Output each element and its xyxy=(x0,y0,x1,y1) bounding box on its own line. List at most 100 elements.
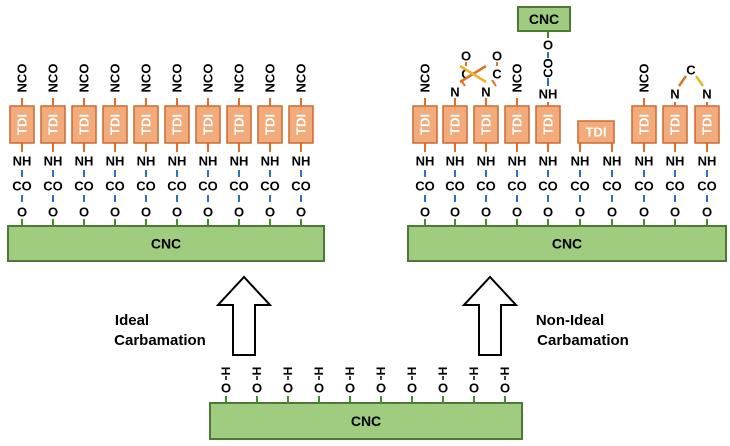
co-group-r2: CO xyxy=(476,179,496,194)
nco-group-l8: NCO xyxy=(263,64,278,93)
o-atom-r1: O xyxy=(450,205,460,220)
tdi-box-l7-label: TDI xyxy=(232,114,247,135)
n-ring-r9: N xyxy=(702,87,711,102)
oh-o-b9: O xyxy=(500,381,510,396)
non-ideal-carbamation-arrow xyxy=(461,275,519,356)
top-cnc-box-label: CNC xyxy=(529,11,559,27)
nh-group-r4: NH xyxy=(539,154,558,169)
tdi-horizontal-box-label: TDI xyxy=(586,125,607,140)
crosslink-diag-b xyxy=(459,64,487,84)
co-group-l9: CO xyxy=(291,179,311,194)
tdi-box-r8-label: TDI xyxy=(668,114,683,135)
tdi-box-r9 xyxy=(694,105,720,144)
tdi-box-r7-label: TDI xyxy=(637,114,652,135)
co-group-l3: CO xyxy=(105,179,125,194)
oh-h-b1: H xyxy=(250,367,264,376)
nco-group-l9: NCO xyxy=(294,64,309,93)
c-ring-atom: C xyxy=(686,63,696,78)
n-atom-r1: N xyxy=(450,85,459,100)
nh-group-r7: NH xyxy=(635,154,654,169)
oh-o-b3: O xyxy=(314,381,324,396)
co-group-r5: CO xyxy=(570,179,590,194)
co-group-r6: CO xyxy=(602,179,622,194)
tdi-box-r9-label: TDI xyxy=(700,114,715,135)
tdi-box-l2 xyxy=(71,105,97,144)
non-ideal-label-line2: Carbamation xyxy=(537,332,629,349)
co-group-l0: CO xyxy=(12,179,32,194)
nco-group-l7: NCO xyxy=(232,64,247,93)
nh-group-r0: NH xyxy=(416,154,435,169)
tdi-box-l9-label: TDI xyxy=(294,114,309,135)
nh-group-l0: NH xyxy=(13,154,32,169)
oh-o-b7: O xyxy=(438,381,448,396)
tdi-box-r3-label: TDI xyxy=(510,114,525,135)
o-atom-l7: O xyxy=(234,205,244,220)
tdi-box-r0 xyxy=(412,105,438,144)
co-group-r7: CO xyxy=(634,179,654,194)
o-atom-r6: O xyxy=(607,205,617,220)
o-atom-l5: O xyxy=(172,205,182,220)
oh-h-b2: H xyxy=(281,367,295,376)
co-group-l2: CO xyxy=(74,179,94,194)
tdi-horizontal-box xyxy=(577,120,615,144)
oh-o-b4: O xyxy=(345,381,355,396)
o-branch-r4: O xyxy=(543,38,553,53)
tdi-box-r7 xyxy=(631,105,657,144)
co-group-l1: CO xyxy=(43,179,63,194)
o-atom-r4: O xyxy=(543,205,553,220)
tdi-box-l6-label: TDI xyxy=(201,114,216,135)
nco-group-r0: NCO xyxy=(418,64,433,93)
tdi-box-l1-label: TDI xyxy=(46,114,61,135)
nh-group-l2: NH xyxy=(75,154,94,169)
nh-group-l7: NH xyxy=(230,154,249,169)
oh-o-b6: O xyxy=(407,381,417,396)
nh-group-l5: NH xyxy=(168,154,187,169)
o-atom-r2: O xyxy=(481,205,491,220)
c-atom-r2: C xyxy=(492,67,502,82)
nh-group-r5: NH xyxy=(571,154,590,169)
oh-h-b8: H xyxy=(467,367,481,376)
co-group-l6: CO xyxy=(198,179,218,194)
tdi-box-l0-label: TDI xyxy=(15,114,30,135)
nh-group-l8: NH xyxy=(261,154,280,169)
o-atom-l9: O xyxy=(296,205,306,220)
right-cnc-base-label: CNC xyxy=(552,236,582,252)
nco-group-l0: NCO xyxy=(15,64,30,93)
oh-h-b3: H xyxy=(312,367,326,376)
nh-group-r8: NH xyxy=(666,154,685,169)
nco-group-l2: NCO xyxy=(77,64,92,93)
tdi-box-l5 xyxy=(164,105,190,144)
oh-o-b8: O xyxy=(469,381,479,396)
co-branch-r4: CO xyxy=(541,58,556,78)
nco-group-l5: NCO xyxy=(170,64,185,93)
nh-branch-r4: NH xyxy=(539,87,558,102)
nh-group-l6: NH xyxy=(199,154,218,169)
tdi-box-l5-label: TDI xyxy=(170,114,185,135)
o-atom-r5: O xyxy=(575,205,585,220)
oh-h-b7: H xyxy=(436,367,450,376)
o-atom-l8: O xyxy=(265,205,275,220)
o-atom-l2: O xyxy=(79,205,89,220)
n-atom-r2: N xyxy=(481,85,490,100)
nh-group-l1: NH xyxy=(44,154,63,169)
tdi-box-r1-label: TDI xyxy=(448,114,463,135)
tdi-box-l3-label: TDI xyxy=(108,114,123,135)
ideal-carbamation-panel: CNC O CO NH TDI NCO O CO NH TDI NCO O CO NH TDI NCO O CO N… xyxy=(7,64,325,262)
tdi-box-r0-label: TDI xyxy=(418,114,433,135)
o-atom-l0: O xyxy=(17,205,27,220)
co-group-r9: CO xyxy=(697,179,717,194)
co-group-r8: CO xyxy=(665,179,685,194)
co-group-r4: CO xyxy=(538,179,558,194)
nh-group-r2: NH xyxy=(477,154,496,169)
oh-o-b2: O xyxy=(283,381,293,396)
co-group-r1: CO xyxy=(445,179,465,194)
oh-o-b0: O xyxy=(221,381,231,396)
oh-h-b9: H xyxy=(498,367,512,376)
ideal-label-line2: Carbamation xyxy=(114,332,206,349)
tdi-box-r4-label: TDI xyxy=(541,114,556,135)
oh-h-b0: H xyxy=(219,367,233,376)
left-cnc-base-label: CNC xyxy=(151,236,181,252)
top-cnc-box xyxy=(517,6,571,32)
nh-group-r6: NH xyxy=(603,154,622,169)
